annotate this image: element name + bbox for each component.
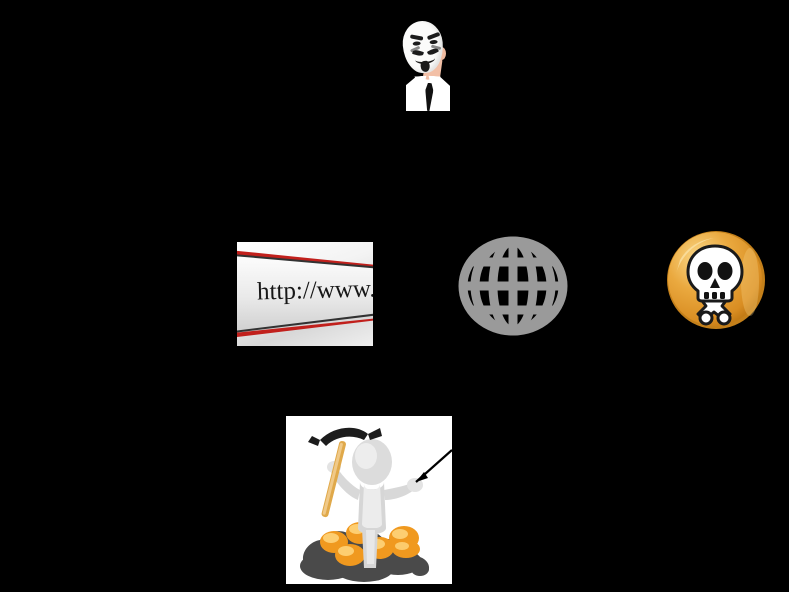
pickaxe (308, 427, 382, 518)
mask-eye-left (412, 41, 421, 46)
mask-goatee (420, 60, 431, 73)
crypto-mining-image[interactable] (286, 416, 452, 584)
skull-crossbones-coin[interactable] (662, 230, 774, 340)
coin-svg (667, 231, 765, 339)
mining-svg (286, 416, 452, 584)
globe-web-icon[interactable] (457, 236, 569, 336)
annotation-arrow (415, 449, 452, 483)
url-address-image[interactable]: http://www. (237, 242, 373, 346)
globe-svg (458, 236, 568, 336)
url-inner-panel (237, 255, 373, 333)
mask-eyebrow-left (409, 34, 424, 41)
url-text: http://www. (256, 275, 373, 306)
mask-eye-right (429, 39, 438, 45)
anonymous-hacker-figure[interactable] (398, 19, 456, 109)
